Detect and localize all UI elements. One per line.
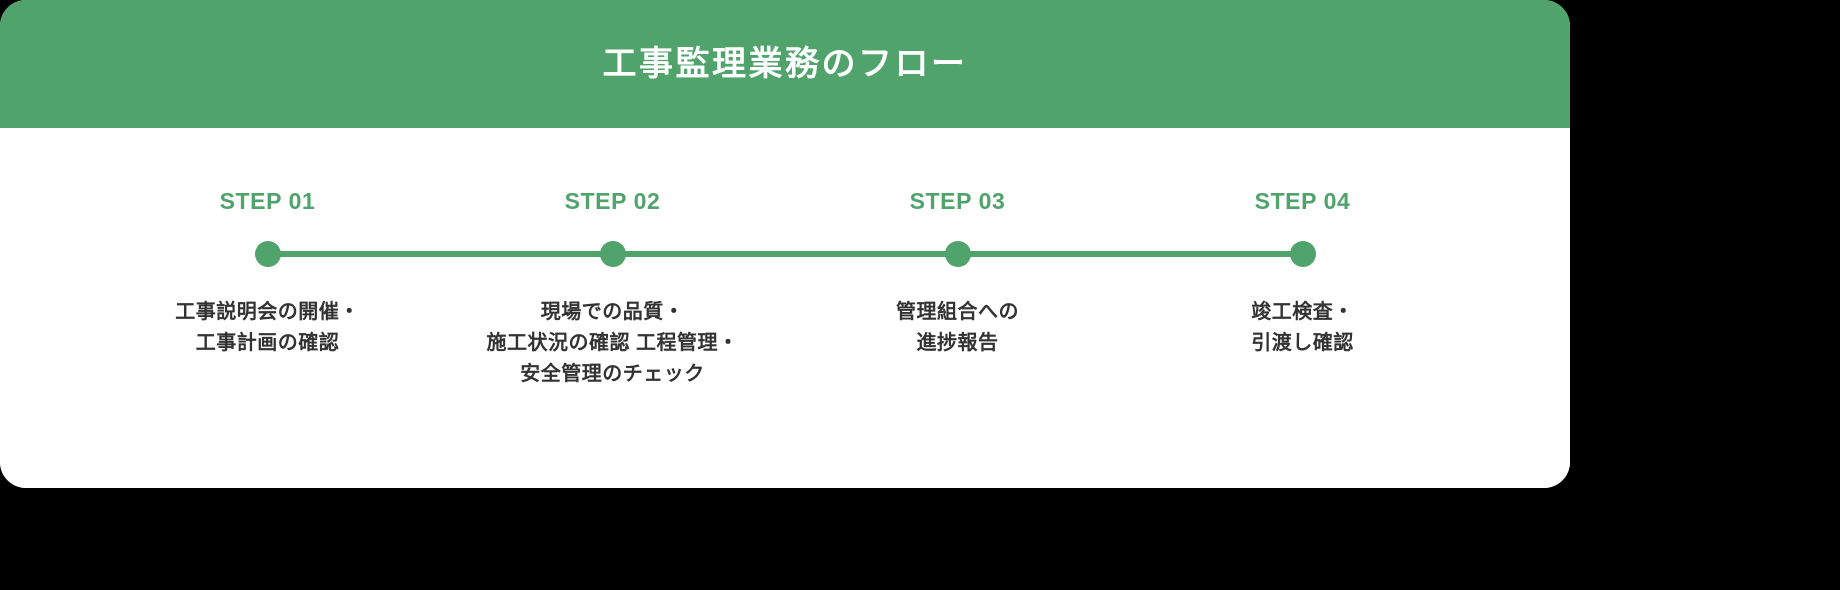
step-description-4-line-1: 竣工検査・ xyxy=(1251,301,1354,323)
step-node-row-4 xyxy=(1130,241,1475,267)
step-label-4: STEP 04 xyxy=(1254,188,1351,214)
connector-line-3-left xyxy=(785,251,958,257)
connector-line-4-left xyxy=(1130,251,1303,257)
step-node-dot-4 xyxy=(1289,241,1316,267)
step-node-row-2 xyxy=(440,241,785,267)
timeline-step-3: STEP 03 管理組合への 進捗報告 xyxy=(785,128,1130,359)
steps-timeline: STEP 01 工事説明会の開催・ 工事計画の確認 STEP 02 xyxy=(95,128,1475,488)
connector-line-2-left xyxy=(440,251,613,257)
card-header: 工事監理業務のフロー xyxy=(0,0,1570,128)
step-description-1: 工事説明会の開催・ 工事計画の確認 xyxy=(175,297,360,359)
timeline-step-4: STEP 04 竣工検査・ 引渡し確認 xyxy=(1130,128,1475,359)
page-title: 工事監理業務のフロー xyxy=(602,45,968,83)
step-description-3: 管理組合への 進捗報告 xyxy=(896,297,1019,359)
card-body: STEP 01 工事説明会の開催・ 工事計画の確認 STEP 02 xyxy=(0,128,1570,488)
step-node-dot-1 xyxy=(254,241,281,267)
step-node-row-1 xyxy=(95,241,440,267)
step-description-1-line-1: 工事説明会の開催・ xyxy=(175,301,360,323)
step-description-2-line-3: 安全管理のチェック xyxy=(520,363,705,385)
step-description-3-line-1: 管理組合への xyxy=(896,301,1019,323)
step-description-2-line-2: 施工状況の確認 工程管理・ xyxy=(486,332,739,354)
step-node-dot-3 xyxy=(944,241,971,267)
step-label-1: STEP 01 xyxy=(219,188,316,214)
step-description-4: 竣工検査・ 引渡し確認 xyxy=(1251,297,1354,359)
step-description-2: 現場での品質・ 施工状況の確認 工程管理・ 安全管理のチェック xyxy=(486,297,738,390)
step-description-2-line-1: 現場での品質・ xyxy=(540,301,685,323)
timeline-step-2: STEP 02 現場での品質・ 施工状況の確認 工程管理・ 安全管理のチェック xyxy=(440,128,785,390)
connector-line-1-right xyxy=(267,251,440,257)
step-description-3-line-2: 進捗報告 xyxy=(916,332,999,354)
connector-line-3-right xyxy=(957,251,1130,257)
step-label-2: STEP 02 xyxy=(564,188,661,214)
timeline-step-1: STEP 01 工事説明会の開催・ 工事計画の確認 xyxy=(95,128,440,359)
step-node-dot-2 xyxy=(599,241,626,267)
step-description-4-line-2: 引渡し確認 xyxy=(1251,332,1354,354)
step-description-1-line-2: 工事計画の確認 xyxy=(195,332,340,354)
step-node-row-3 xyxy=(785,241,1130,267)
construction-supervision-flow-card: 工事監理業務のフロー STEP 01 工事説明会の開催・ 工事計画の確認 STE… xyxy=(0,0,1570,488)
step-label-3: STEP 03 xyxy=(909,188,1006,214)
connector-line-2-right xyxy=(612,251,785,257)
